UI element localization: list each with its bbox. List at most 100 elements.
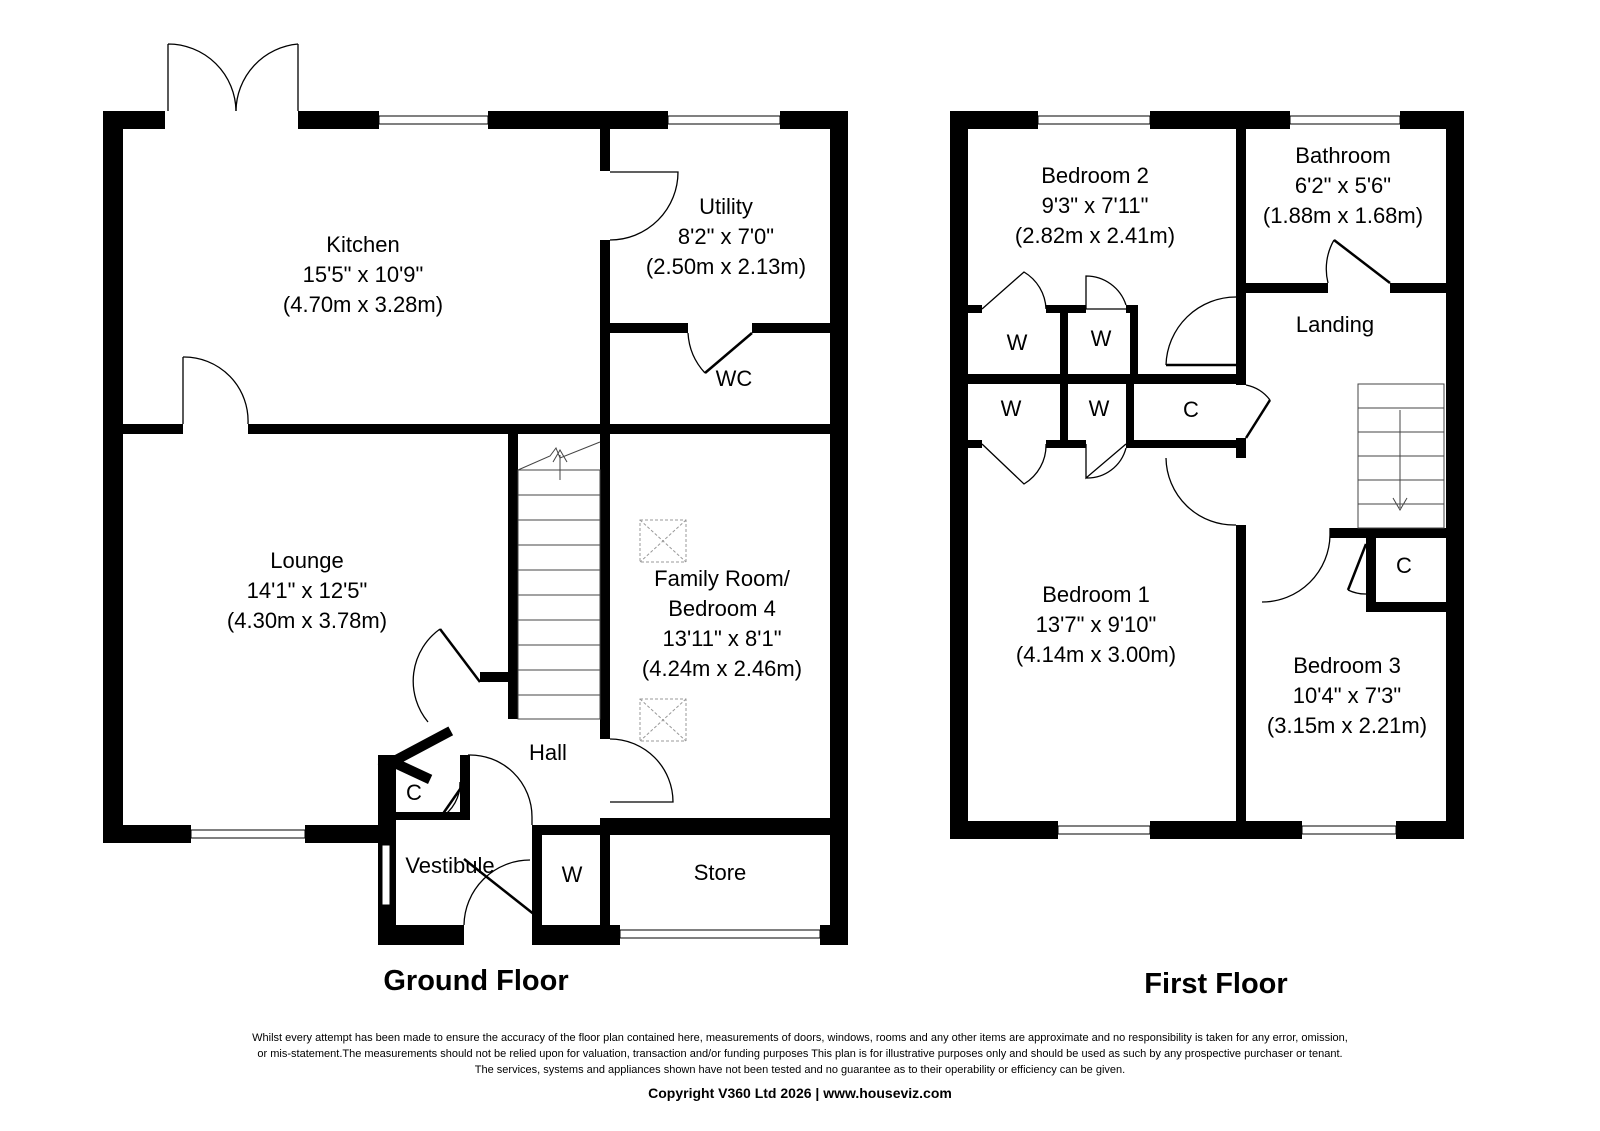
bedroom1-imperial: 13'7" x 9'10": [1036, 612, 1157, 637]
gf-skylight-top: [639, 519, 687, 563]
gf-wall-bottom-right: [540, 825, 848, 835]
ff-wardrobe-label-4: W: [1089, 396, 1110, 421]
landing-label: Landing: [1296, 312, 1374, 337]
ff-door-bed3: [1261, 528, 1331, 603]
bedroom3-imperial: 10'4" x 7'3": [1293, 683, 1401, 708]
gf-door-lounge-hall-leaf: [439, 628, 481, 683]
ff-wall-top-left: [950, 111, 1038, 129]
gf-wardrobe-label: W: [562, 862, 583, 887]
ff-door-w4: [1085, 443, 1127, 480]
ff-wall-w-row1-top: [950, 305, 982, 313]
ff-wall-w-bottom3: [1126, 440, 1236, 448]
gf-wall-hall-stub: [480, 672, 508, 682]
ff-window-bed2: [1037, 115, 1151, 125]
gf-wall-store-right: [820, 925, 848, 945]
ff-door-c: [1245, 384, 1271, 401]
gf-wall-family-left: [600, 434, 610, 739]
ff-door-bed2: [1165, 296, 1237, 366]
gf-wall-left: [103, 111, 123, 843]
gf-door-wc-leaf: [704, 332, 753, 374]
bathroom-metric: (1.88m x 1.68m): [1263, 203, 1423, 228]
gf-wall-family-left-low: [600, 818, 610, 838]
gf-wall-top-mid: [298, 111, 379, 129]
bedroom2-imperial: 9'3" x 7'11": [1042, 193, 1149, 218]
ff-wardrobe-label-3: W: [1001, 396, 1022, 421]
first-floor-plan: Bedroom 2 9'3" x 7'11" (2.82m x 2.41m) B…: [950, 111, 1464, 1000]
ff-wall-c-bottom: [1366, 602, 1464, 612]
lounge-metric: (4.30m x 3.78m): [227, 608, 387, 633]
bathroom-imperial: 6'2" x 5'6": [1295, 173, 1391, 198]
family-room-name-line2: Bedroom 4: [668, 596, 776, 621]
gf-wall-c-bottom: [396, 812, 470, 820]
bathroom-name: Bathroom: [1295, 143, 1390, 168]
bedroom3-metric: (3.15m x 2.21m): [1267, 713, 1427, 738]
ff-wall-w-mid: [950, 374, 1246, 384]
ff-wall-bath-bottom-left: [1236, 283, 1328, 293]
ff-wall-w-div1: [1060, 305, 1068, 448]
ff-cupboard-label-2: C: [1396, 553, 1412, 578]
family-room-name-line1: Family Room/: [654, 566, 791, 591]
gf-door-wc: [687, 332, 706, 374]
gf-door-kitchen-lounge: [182, 356, 249, 425]
utility-name: Utility: [699, 194, 753, 219]
gf-patio-door-right: [235, 43, 299, 112]
ff-wall-c-right-bot: [1236, 438, 1246, 458]
gf-wall-bottom-mid: [305, 825, 395, 843]
gf-cupboard-label: C: [406, 780, 422, 805]
disclaimer-line-1: Whilst every attempt has been made to en…: [252, 1032, 1348, 1044]
ff-door-w3: [981, 443, 1047, 485]
ff-window-bath: [1289, 115, 1401, 125]
lounge-imperial: 14'1" x 12'5": [247, 578, 368, 603]
lounge-name: Lounge: [270, 548, 343, 573]
wc-label: WC: [716, 366, 753, 391]
gf-wall-vestibule-bottom2: [532, 925, 620, 945]
ground-floor-plan: Kitchen 15'5" x 10'9" (4.70m x 3.28m) Ut…: [103, 43, 848, 997]
gf-door-family: [609, 738, 674, 803]
gf-patio-door-left: [167, 43, 237, 112]
gf-door-utility: [609, 171, 679, 241]
gf-wall-c-right: [460, 755, 470, 815]
first-floor-title: First Floor: [1144, 968, 1287, 1000]
gf-window-vestibule: [381, 844, 391, 906]
ff-window-bed1: [1057, 825, 1151, 835]
ff-wall-bottom-right: [1396, 821, 1464, 839]
store-label: Store: [694, 860, 747, 885]
ff-door-w1: [981, 271, 1047, 310]
gf-window-lounge: [190, 829, 306, 839]
ff-door-bathroom: [1325, 239, 1335, 284]
gf-door-front-leaf: [463, 858, 541, 920]
ff-wall-left: [950, 111, 968, 839]
ff-wall-w-div2: [1130, 305, 1138, 374]
gf-wall-family-bottom: [600, 818, 848, 828]
gf-wall-utility-left: [600, 240, 610, 434]
ff-wardrobe-label-2: W: [1091, 326, 1112, 351]
gf-door-cupboard: [439, 781, 461, 819]
gf-window-store: [619, 929, 821, 939]
gf-door-cupboard-leaf: [438, 781, 467, 819]
ff-wall-bed2-right: [1236, 111, 1246, 371]
ff-door-c2: [1347, 589, 1367, 595]
ff-wall-bottom-left: [950, 821, 1058, 839]
kitchen-name: Kitchen: [326, 232, 399, 257]
gf-wall-wc-top-right: [752, 323, 848, 333]
utility-imperial: 8'2" x 7'0": [678, 224, 774, 249]
gf-window-utility: [667, 115, 781, 125]
gf-wall-utility-left-top: [600, 111, 610, 171]
ff-door-w2: [1085, 275, 1127, 310]
kitchen-metric: (4.70m x 3.28m): [283, 292, 443, 317]
family-room-imperial: 13'11" x 8'1": [662, 626, 781, 651]
ff-wall-w-bottom: [950, 440, 982, 448]
gf-staircase: [517, 441, 601, 720]
disclaimer: Whilst every attempt has been made to en…: [100, 1030, 1500, 1078]
ff-door-bed1: [1165, 457, 1237, 526]
gf-wall-wc-top-left: [600, 323, 688, 333]
gf-skylight-bottom: [639, 698, 687, 742]
gf-wall-right: [830, 111, 848, 945]
ff-wall-top-mid: [1150, 111, 1290, 129]
gf-wall-kitchen-bottom-left: [103, 424, 183, 434]
bedroom2-name: Bedroom 2: [1041, 163, 1149, 188]
bedroom1-metric: (4.14m x 3.00m): [1016, 642, 1176, 667]
gf-wall-vestibule-bottom: [378, 925, 464, 945]
ff-wall-bath-bottom-right: [1390, 283, 1464, 293]
